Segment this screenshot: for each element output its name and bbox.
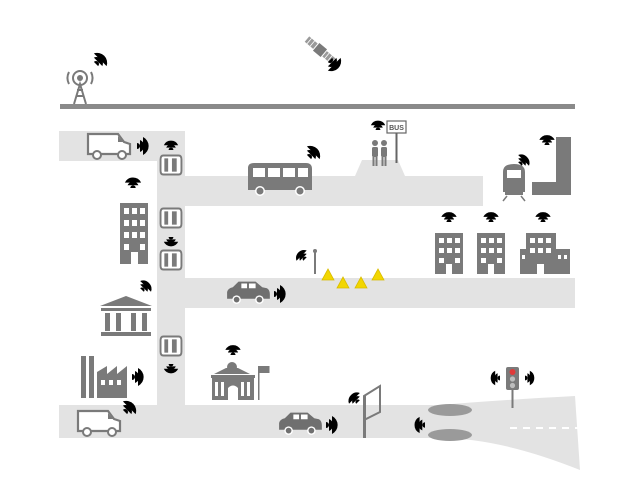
signal-icon <box>136 277 155 296</box>
office-building-icon <box>120 203 148 264</box>
city-hall-icon <box>211 362 270 400</box>
signal-icon <box>370 120 386 130</box>
road-post <box>313 249 317 274</box>
signal-icon <box>302 142 324 164</box>
bank-icon <box>100 296 152 336</box>
signal-icon <box>525 370 535 386</box>
car-icon <box>159 335 183 357</box>
signal-icon <box>535 212 551 222</box>
signal-icon <box>345 389 364 408</box>
apartment-building-icon <box>477 233 505 274</box>
pedestrian-icon <box>372 140 387 166</box>
signal-icon <box>124 177 142 188</box>
signal-icon <box>132 368 144 386</box>
bus-stop-sign: BUS <box>389 125 404 132</box>
car-icon <box>159 154 183 176</box>
factory-icon <box>81 356 127 398</box>
car-icon <box>159 207 183 229</box>
signal-icon <box>293 247 311 265</box>
bus-stop-icon: BUS <box>386 120 407 163</box>
horizon-line <box>60 104 575 109</box>
signal-icon <box>441 212 457 222</box>
train-icon <box>502 137 571 202</box>
signal-icon <box>89 49 111 71</box>
car-icon <box>159 249 183 271</box>
signal-icon <box>490 370 500 386</box>
warning-cone-icon <box>371 268 385 281</box>
road-sign-icon <box>363 384 381 438</box>
apartment-building-icon <box>435 233 463 274</box>
signal-icon <box>539 135 555 145</box>
signal-icon <box>225 345 241 355</box>
signal-icon <box>483 212 499 222</box>
warning-cone-icon <box>321 268 335 281</box>
radio-tower-icon <box>66 70 94 105</box>
traffic-light-icon <box>506 367 519 408</box>
bus-icon <box>248 163 312 196</box>
apartment-building-icon <box>520 233 570 274</box>
